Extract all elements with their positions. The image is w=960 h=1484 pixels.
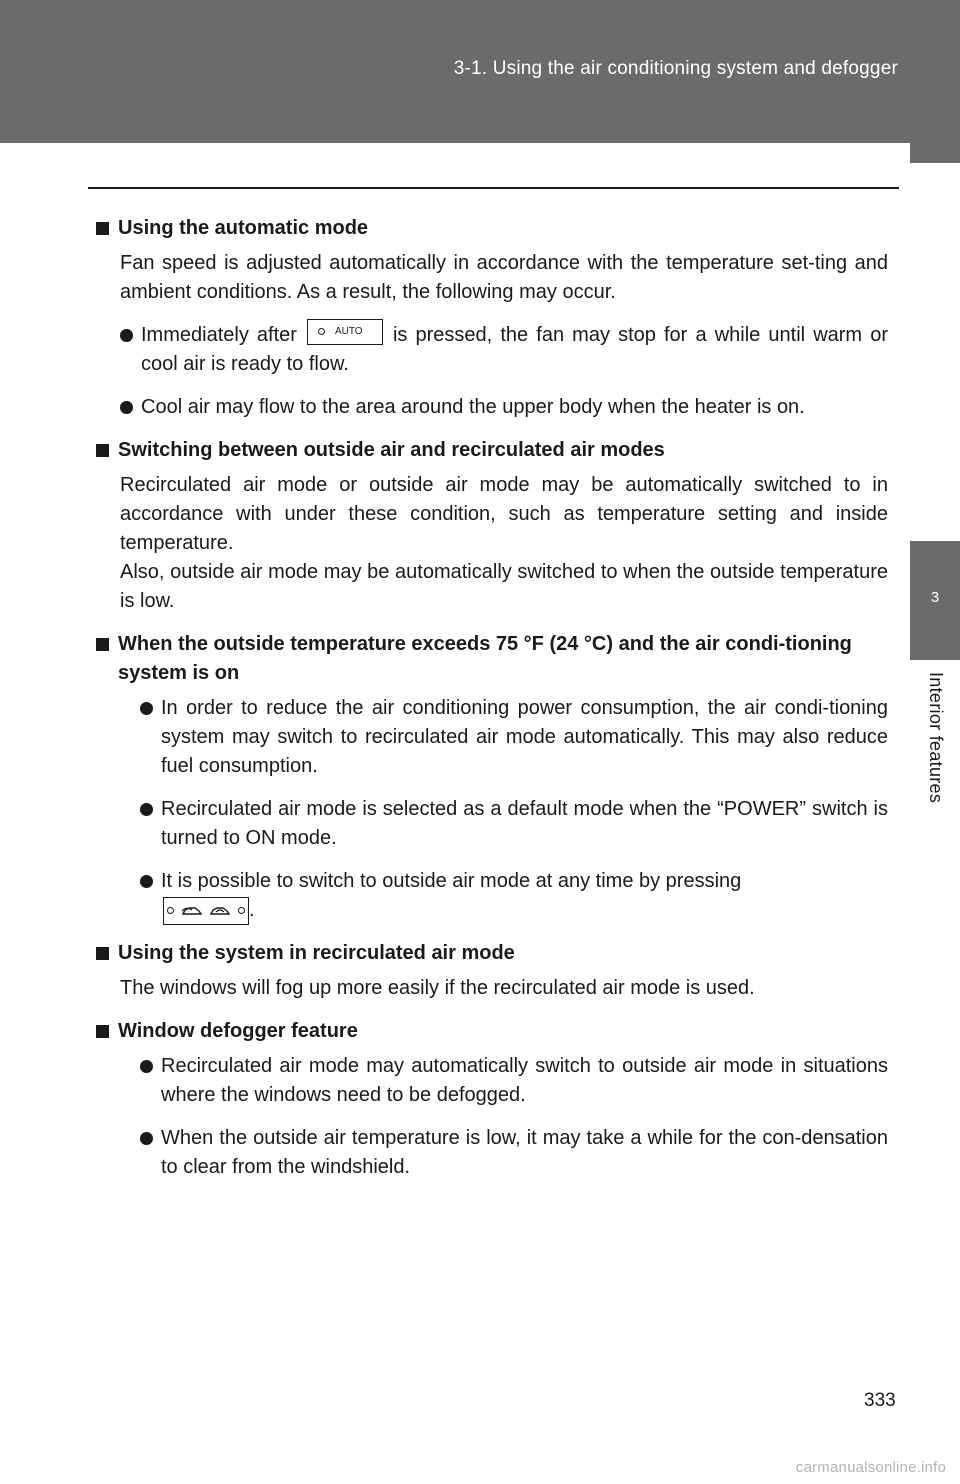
page-content: Using the automatic mode Fan speed is ad…: [96, 214, 888, 1196]
circle-bullet-icon: [140, 875, 153, 888]
car-recirculate-icon: [210, 907, 231, 915]
side-tab-top: [910, 143, 960, 163]
list-item: When the outside air temperature is low,…: [140, 1124, 888, 1182]
section-heading: Window defogger feature: [96, 1017, 888, 1046]
paragraph: Fan speed is adjusted automatically in a…: [120, 252, 888, 303]
square-bullet-icon: [96, 222, 109, 235]
auto-button-icon: AUTO: [306, 318, 383, 345]
list-item: Recirculated air mode may automatically …: [140, 1052, 888, 1110]
list-item: It is possible to switch to outside air …: [140, 867, 888, 925]
indicator-led-icon: [317, 328, 325, 336]
section-title: 3-1. Using the air conditioning system a…: [453, 58, 898, 79]
header-rule: [88, 187, 899, 189]
chapter-label: Interior features: [926, 672, 946, 804]
section-heading: Using the automatic mode: [96, 214, 888, 243]
circle-bullet-icon: [140, 1132, 153, 1145]
section-heading: When the outside temperature exceeds 75 …: [96, 630, 888, 688]
list-item: Cool air may flow to the area around the…: [120, 393, 888, 422]
circle-bullet-icon: [120, 401, 133, 414]
list-item: In order to reduce the air conditioning …: [140, 694, 888, 781]
page-header: 3-1. Using the air conditioning system a…: [0, 0, 960, 143]
chapter-tab: [910, 541, 960, 660]
watermark[interactable]: carmanualsonline.info: [795, 1459, 946, 1476]
circle-bullet-icon: [120, 329, 133, 342]
chapter-number: 3: [930, 589, 940, 606]
square-bullet-icon: [96, 1025, 109, 1038]
circle-bullet-icon: [140, 702, 153, 715]
circle-bullet-icon: [140, 803, 153, 816]
section-heading: Switching between outside air and recirc…: [96, 436, 888, 465]
indicator-led-icon: [167, 907, 175, 915]
paragraph: Recirculated air mode or outside air mod…: [120, 474, 888, 554]
section-heading: Using the system in recirculated air mod…: [96, 939, 888, 968]
square-bullet-icon: [96, 444, 109, 457]
page-number: 333: [864, 1390, 896, 1411]
square-bullet-icon: [96, 947, 109, 960]
circle-bullet-icon: [140, 1060, 153, 1073]
air-recirculation-button-icon: [163, 896, 249, 925]
indicator-led-icon: [237, 907, 245, 915]
square-bullet-icon: [96, 638, 109, 651]
paragraph: The windows will fog up more easily if t…: [120, 977, 755, 999]
list-item: Recirculated air mode is selected as a d…: [140, 795, 888, 853]
paragraph: Also, outside air mode may be automatica…: [120, 561, 888, 612]
car-outside-air-icon: [181, 907, 203, 915]
